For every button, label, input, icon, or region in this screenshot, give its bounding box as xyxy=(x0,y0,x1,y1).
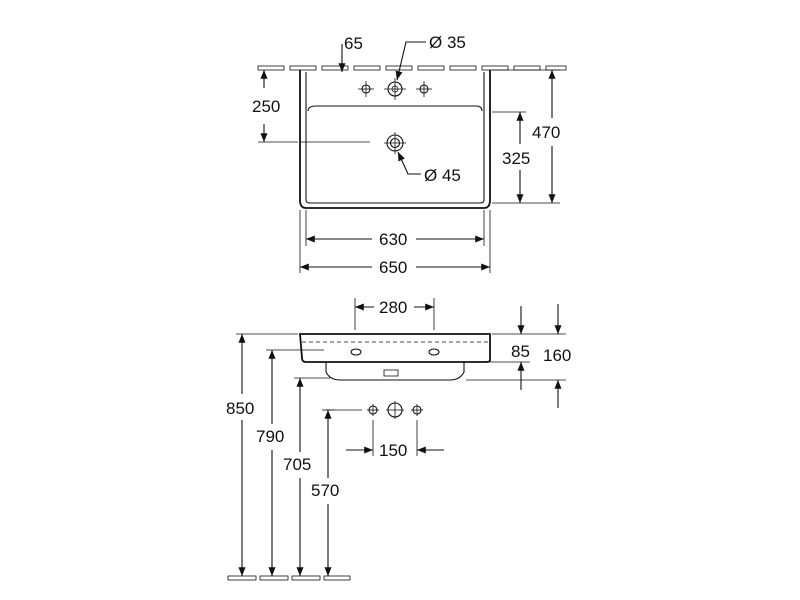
overflow-left-icon xyxy=(350,348,362,356)
dim-overall-depth: 470 xyxy=(532,123,560,142)
side-view: 280 85 160 150 xyxy=(226,298,571,581)
dim-tap-hole: Ø 35 xyxy=(429,33,466,52)
dim-outer-width: 650 xyxy=(379,258,407,277)
tap-hole-center-icon xyxy=(384,78,406,100)
dim-tap-floor: 705 xyxy=(283,455,311,474)
dim-tap-offset: 65 xyxy=(344,34,363,53)
overflow-right-icon xyxy=(428,348,440,356)
basin-inner-outline xyxy=(305,72,485,204)
basin-outline-top xyxy=(299,70,491,209)
dim-inner-width: 630 xyxy=(379,230,407,249)
top-view: 65 Ø 35 250 470 325 Ø 45 630 xyxy=(252,33,567,277)
drain-hole-icon xyxy=(384,132,406,154)
tap-holes xyxy=(358,78,432,100)
dim-rim-floor: 850 xyxy=(226,399,254,418)
dim-drain-floor: 790 xyxy=(256,427,284,446)
dim-drain-depth: 325 xyxy=(502,149,530,168)
dim-total-height: 160 xyxy=(543,346,571,365)
wall-hatch-top xyxy=(257,65,567,71)
dim-waste-floor: 570 xyxy=(311,481,339,500)
tap-hole-right-icon xyxy=(416,81,432,97)
dim-tap-spacing: 150 xyxy=(379,441,407,460)
dim-rim-height: 85 xyxy=(511,342,530,361)
basin-bowl-underside xyxy=(325,362,465,381)
tap-position-icons xyxy=(326,401,423,419)
floor-hatch xyxy=(227,575,351,581)
basin-outline-side xyxy=(299,333,491,363)
dim-drain-spacing: 280 xyxy=(379,298,407,317)
dim-drain-hole: Ø 45 xyxy=(424,166,461,185)
dim-depth-to-rim: 250 xyxy=(252,97,280,116)
tap-hole-left-icon xyxy=(358,81,374,97)
basin-deck-edge xyxy=(307,105,483,112)
